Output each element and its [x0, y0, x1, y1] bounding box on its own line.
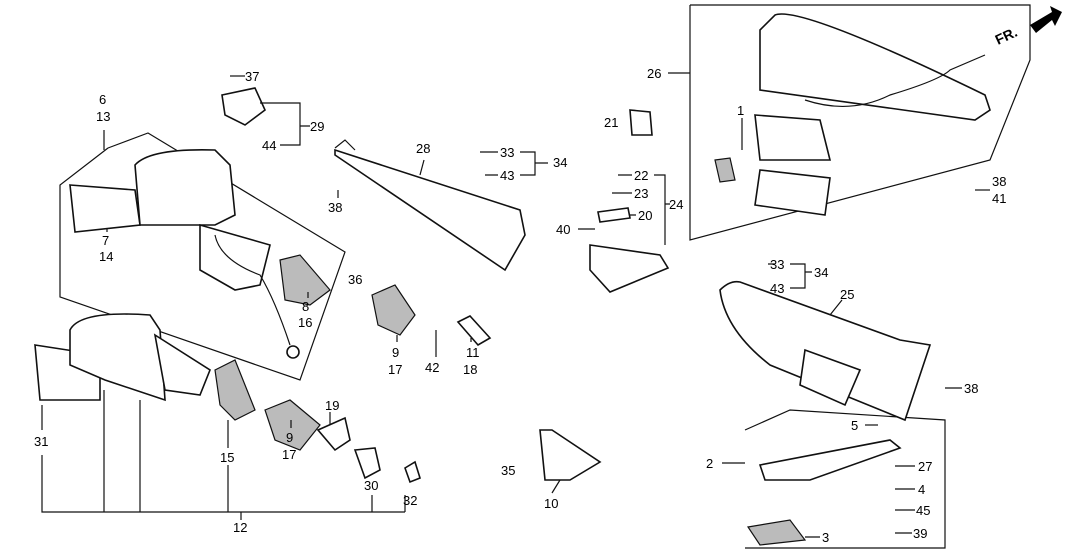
- visor-assembly-box: [689, 4, 1031, 241]
- mirror-housing-lower: [69, 313, 166, 402]
- callout-label: 32: [403, 493, 417, 508]
- cover-11: [456, 315, 492, 347]
- callout-label: 19: [325, 398, 339, 413]
- mirror-mount-20: [597, 207, 631, 223]
- callout-label: 9: [286, 430, 293, 445]
- bracket-2: [758, 439, 902, 481]
- callout-label: 27: [918, 459, 932, 474]
- callout-label: 45: [916, 503, 930, 518]
- rearview-mirror: [589, 244, 670, 293]
- callout-label: 42: [425, 360, 439, 375]
- visor-wire: [804, 54, 986, 107]
- callout-label: 18: [463, 362, 477, 377]
- cap-32: [404, 460, 421, 484]
- vanity-frame: [754, 114, 832, 161]
- callout-label: 41: [992, 191, 1006, 206]
- callout-label: 33: [770, 257, 784, 272]
- callout-label: 11: [466, 345, 480, 360]
- cover-10: [539, 429, 602, 481]
- callout-label: 17: [388, 362, 402, 377]
- callout-label: 24: [669, 197, 683, 212]
- callout-label: 28: [416, 141, 430, 156]
- callout-label: 12: [233, 520, 247, 535]
- callout-label: 20: [638, 208, 652, 223]
- callout-label: 16: [298, 315, 312, 330]
- callout-label: 38: [328, 200, 342, 215]
- callout-label: 14: [99, 249, 113, 264]
- callout-label: 38: [992, 174, 1006, 189]
- callout-label: 17: [282, 447, 296, 462]
- front-direction-label: FR.: [993, 24, 1020, 48]
- knob-30: [353, 447, 381, 480]
- callout-label: 2: [706, 456, 713, 471]
- mirror-gasket-8: [279, 254, 331, 306]
- front-arrow-icon: [1030, 6, 1062, 33]
- callout-label: 13: [96, 109, 110, 124]
- callout-labels: 3729446137143681628383343342126122232024…: [34, 66, 1006, 545]
- mirror-base-upper: [199, 223, 271, 291]
- sun-visor-26: [759, 13, 991, 121]
- callout-label: 34: [553, 155, 567, 170]
- mirror-gasket-9-lower: [264, 399, 321, 451]
- callout-label: 8: [302, 299, 309, 314]
- callout-label: 33: [500, 145, 514, 160]
- callout-label: 39: [913, 526, 927, 541]
- callout-label: 6: [99, 92, 106, 107]
- mirror-gasket-15: [214, 359, 256, 421]
- callout-label: 37: [245, 69, 259, 84]
- callout-label: 3: [822, 530, 829, 545]
- visor-rod-28: [334, 139, 356, 151]
- callout-label: 7: [102, 233, 109, 248]
- callout-label: 34: [814, 265, 828, 280]
- callout-label: 35: [501, 463, 515, 478]
- callout-label: 1: [737, 103, 744, 118]
- callout-label: 43: [500, 168, 514, 183]
- mirror-glass-7: [69, 184, 141, 233]
- vanity-flap: [799, 348, 862, 407]
- callout-label: 10: [544, 496, 558, 511]
- mirror-gasket-9-upper: [371, 284, 416, 336]
- callout-label: 15: [220, 450, 234, 465]
- callout-label: 23: [634, 186, 648, 201]
- callout-label: 38: [964, 381, 978, 396]
- vanity-cover: [754, 169, 831, 216]
- callout-label: 43: [770, 281, 784, 296]
- sun-visor-25: [719, 280, 932, 422]
- bracket-29: [221, 87, 266, 126]
- leader-lines: [41, 72, 990, 538]
- mirror-housing-upper: [134, 148, 236, 226]
- mirror-base-lower: [153, 333, 211, 396]
- mirror-assembly-box: [59, 132, 346, 381]
- callout-label: 29: [310, 119, 324, 134]
- callout-label: 21: [604, 115, 618, 130]
- hook-21: [629, 109, 653, 136]
- clip-3: [746, 519, 807, 546]
- bracket-box: [744, 409, 946, 549]
- mirror-cable: [214, 234, 291, 346]
- callout-label: 25: [840, 287, 854, 302]
- lamp-lens: [714, 157, 736, 183]
- callout-label: 44: [262, 138, 276, 153]
- callout-label: 26: [647, 66, 661, 81]
- callout-label: 31: [34, 434, 48, 449]
- callout-label: 30: [364, 478, 378, 493]
- cover-19: [316, 416, 351, 452]
- callout-label: 5: [851, 418, 858, 433]
- cable-connector: [286, 345, 300, 359]
- sun-visor-28: [334, 148, 526, 272]
- callout-label: 22: [634, 168, 648, 183]
- callout-label: 4: [918, 482, 925, 497]
- callout-label: 36: [348, 272, 362, 287]
- callout-label: 40: [556, 222, 570, 237]
- callout-label: 9: [392, 345, 399, 360]
